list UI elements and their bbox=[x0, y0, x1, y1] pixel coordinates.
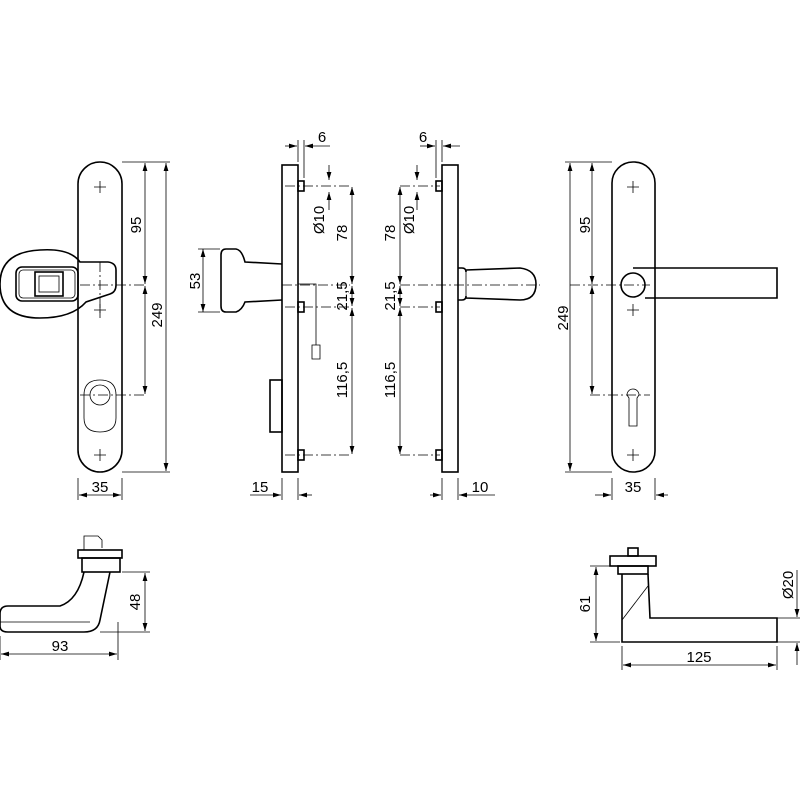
side-view-fingerprint bbox=[198, 140, 355, 500]
dim-116-5-handle: 116,5 bbox=[382, 362, 399, 398]
dim-21-5-handle: 21,5 bbox=[382, 281, 399, 310]
dim-48: 48 bbox=[127, 594, 144, 611]
dim-93: 93 bbox=[52, 638, 69, 655]
dim-diameter-10: Ø10 bbox=[311, 206, 328, 234]
dim-95: 95 bbox=[128, 217, 145, 234]
side-view-handle bbox=[397, 140, 540, 500]
dim-6: 6 bbox=[318, 129, 326, 146]
dim-6-handle: 6 bbox=[419, 129, 427, 146]
dim-15: 15 bbox=[252, 479, 269, 496]
dim-249: 249 bbox=[149, 302, 166, 327]
dim-95-handle: 95 bbox=[577, 217, 594, 234]
dim-diameter-10-handle: Ø10 bbox=[401, 206, 418, 234]
dim-78-handle: 78 bbox=[382, 225, 399, 242]
dim-10: 10 bbox=[472, 479, 489, 496]
dim-116-5: 116,5 bbox=[334, 362, 351, 398]
dim-61: 61 bbox=[577, 596, 594, 613]
dim-125: 125 bbox=[686, 649, 711, 666]
dim-21-5: 21,5 bbox=[334, 281, 351, 310]
dim-249-handle: 249 bbox=[555, 305, 572, 330]
front-view-fingerprint bbox=[0, 161, 170, 500]
dim-35-handle: 35 bbox=[625, 479, 642, 496]
dim-78: 78 bbox=[334, 225, 351, 242]
dim-35: 35 bbox=[92, 479, 109, 496]
dim-53: 53 bbox=[187, 273, 204, 290]
top-view-lever bbox=[590, 547, 800, 670]
front-view-handle bbox=[565, 161, 778, 500]
top-view-knob bbox=[0, 535, 150, 660]
dim-diameter-20: Ø20 bbox=[780, 571, 797, 599]
